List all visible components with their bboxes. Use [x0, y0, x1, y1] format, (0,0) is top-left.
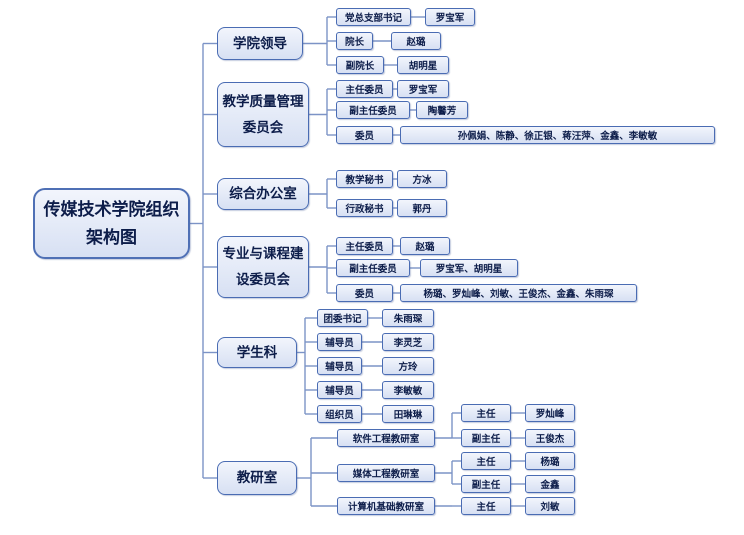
role-node: 主任 [461, 497, 511, 515]
role-node: 院长 [336, 32, 373, 50]
role-node: 辅导员 [317, 333, 362, 351]
person-node: 罗宝军 [425, 8, 475, 26]
person-node: 郭丹 [397, 199, 447, 217]
person-node: 田琳琳 [382, 405, 434, 423]
person-node: 方玲 [382, 357, 434, 375]
teaching-office-node: 软件工程教研室 [337, 429, 435, 447]
person-node: 陶馨芳 [416, 101, 468, 119]
person-node: 胡明星 [397, 56, 449, 74]
person-node: 王俊杰 [525, 429, 575, 447]
role-node: 副主任 [461, 429, 511, 447]
person-node: 杨璐、罗灿峰、刘敏、王俊杰、金鑫、朱雨琛 [400, 284, 637, 302]
role-node: 副主任 [461, 475, 511, 493]
person-node: 李敏敏 [382, 381, 434, 399]
person-node: 李灵芝 [382, 333, 434, 351]
role-node: 辅导员 [317, 381, 362, 399]
teaching-office-node: 媒体工程教研室 [337, 464, 435, 482]
role-node: 辅导员 [317, 357, 362, 375]
person-node: 赵璐 [400, 237, 450, 255]
role-node: 副主任委员 [336, 259, 410, 277]
person-node: 金鑫 [525, 475, 575, 493]
root-node: 传媒技术学院组织架构图 [33, 188, 190, 259]
role-node: 主任委员 [336, 80, 393, 98]
teaching-office-node: 计算机基础教研室 [337, 497, 435, 515]
department-node: 专业与课程建设委员会 [217, 236, 309, 298]
role-node: 团委书记 [317, 309, 368, 327]
person-node: 罗灿峰 [525, 404, 575, 422]
person-node: 孙佩娟、陈静、徐正银、蒋汪萍、金鑫、李敏敏 [400, 126, 715, 144]
role-node: 组织员 [317, 405, 362, 423]
department-node: 学院领导 [217, 27, 303, 60]
person-node: 方冰 [397, 170, 447, 188]
department-node: 教研室 [217, 461, 297, 495]
role-node: 副主任委员 [336, 101, 410, 119]
department-node: 综合办公室 [217, 178, 309, 210]
person-node: 朱雨琛 [382, 309, 434, 327]
department-node: 教学质量管理委员会 [217, 82, 309, 147]
person-node: 赵璐 [391, 32, 441, 50]
role-node: 主任 [461, 404, 511, 422]
role-node: 行政秘书 [336, 199, 393, 217]
role-node: 副院长 [336, 56, 384, 74]
department-node: 学生科 [217, 337, 297, 368]
role-node: 主任委员 [336, 237, 393, 255]
person-node: 罗宝军 [397, 80, 449, 98]
role-node: 党总支部书记 [336, 8, 411, 26]
role-node: 教学秘书 [336, 170, 393, 188]
role-node: 主任 [461, 452, 511, 470]
person-node: 刘敏 [525, 497, 575, 515]
role-node: 委员 [336, 126, 393, 144]
role-node: 委员 [336, 284, 393, 302]
person-node: 杨璐 [525, 452, 575, 470]
person-node: 罗宝军、胡明星 [420, 259, 518, 277]
